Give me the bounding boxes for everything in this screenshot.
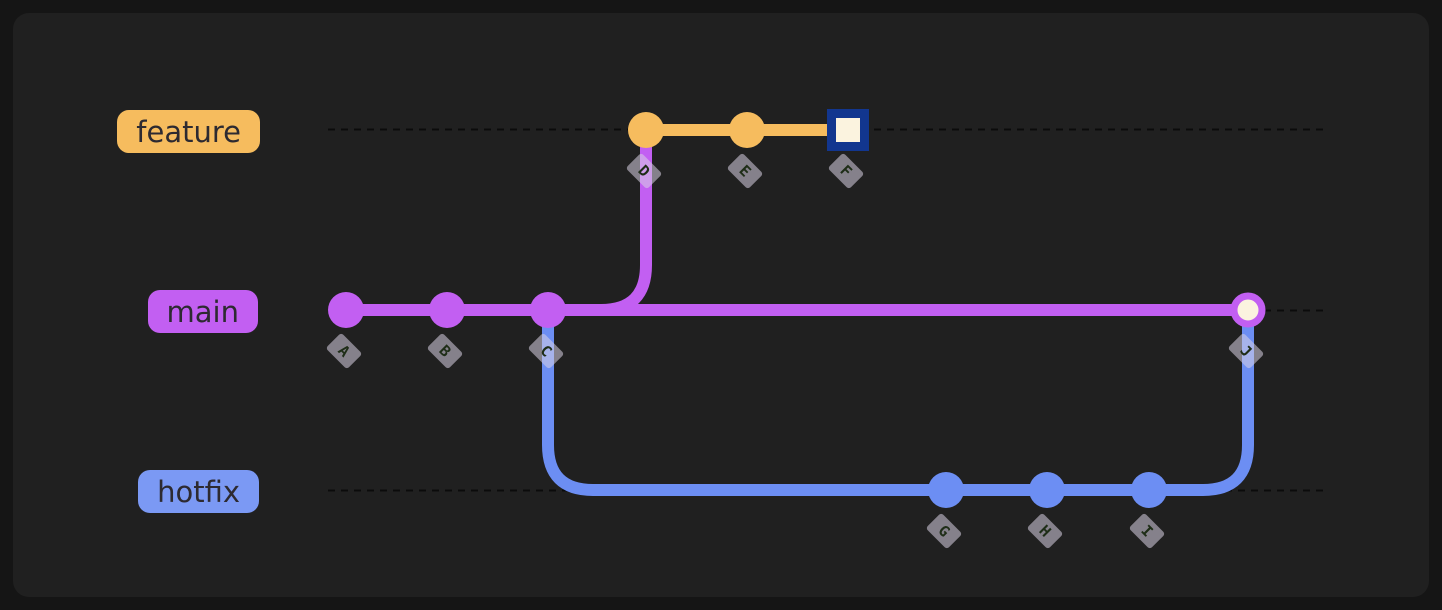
commit-node-g[interactable] — [928, 472, 964, 508]
commit-node-j[interactable] — [1230, 292, 1266, 328]
branch-label-hotfix[interactable]: hotfix — [138, 470, 259, 513]
commit-node-i[interactable] — [1131, 472, 1167, 508]
branch-connector-feature — [560, 130, 652, 316]
commit-node-f[interactable] — [827, 109, 869, 151]
commit-node-e[interactable] — [729, 112, 765, 148]
branch-line-hotfix — [542, 310, 1254, 496]
commit-f-fill — [836, 118, 860, 142]
branch-label-main[interactable]: main — [147, 290, 258, 333]
branch-label-feature[interactable]: feature — [117, 110, 260, 153]
commit-node-h[interactable] — [1029, 472, 1065, 508]
commit-node-a[interactable] — [328, 292, 364, 328]
commit-node-c[interactable] — [530, 292, 566, 328]
commit-node-b[interactable] — [429, 292, 465, 328]
commit-node-d[interactable] — [628, 112, 664, 148]
